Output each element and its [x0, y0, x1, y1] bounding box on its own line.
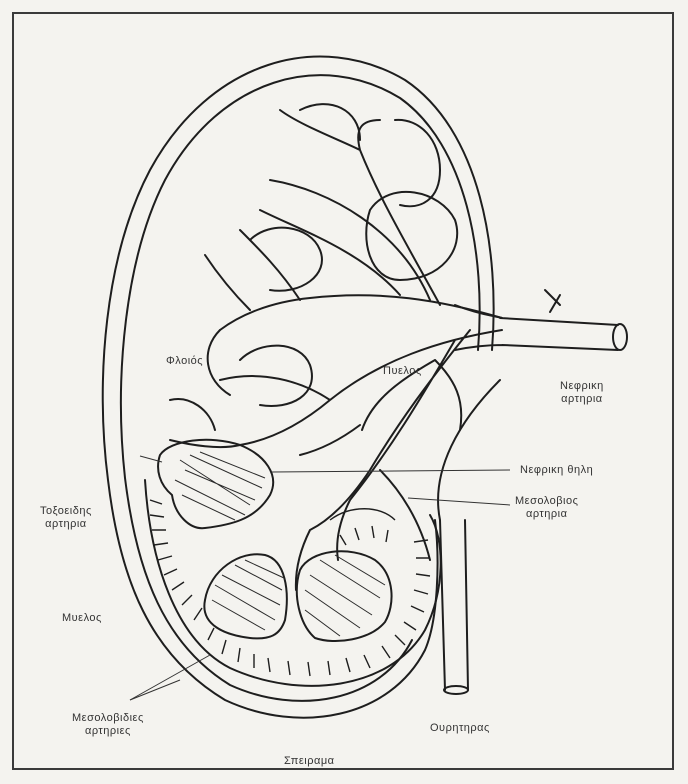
renal-artery-lumen — [613, 324, 627, 350]
label-interlobar-line2: αρτηρια — [515, 508, 578, 521]
label-interlobular-line1: Μεσολοβιδιες — [72, 712, 144, 725]
pyramid-striations — [175, 452, 385, 636]
label-interlobar-line1: Μεσολοβιος — [515, 495, 578, 508]
leader-lines — [130, 456, 510, 700]
medulla-boundary — [145, 480, 441, 686]
label-renal-artery: Νεφρικη αρτηρια — [560, 380, 604, 406]
label-pelvis: Πυελος — [383, 365, 422, 378]
label-arcuate-artery: Τοξοειδης αρτηρια — [40, 505, 92, 531]
label-interlobular-line2: αρτηριες — [72, 725, 144, 738]
renal-pyramid-upper — [158, 440, 273, 528]
label-arcuate-line2: αρτηρια — [40, 518, 92, 531]
label-interlobar-artery: Μεσολοβιος αρτηρια — [515, 495, 578, 521]
ureter — [438, 380, 500, 690]
artery-branches — [170, 110, 502, 590]
label-interlobular-arteries: Μεσολοβιδιες αρτηριες — [72, 712, 144, 738]
kidney-outer-outline — [103, 57, 494, 718]
label-renal-artery-line1: Νεφρικη — [560, 380, 604, 393]
label-glomerulus: Σπειραμα — [284, 755, 335, 768]
label-arcuate-line1: Τοξοειδης — [40, 505, 92, 518]
label-medulla: Μυελος — [62, 612, 102, 625]
label-cortex: Φλοιός — [166, 355, 203, 368]
label-renal-artery-line2: αρτηρια — [560, 393, 604, 406]
label-renal-papilla: Νεφρικη θηλη — [520, 464, 593, 477]
label-ureter: Ουρητηρας — [430, 722, 490, 735]
renal-pyramid-lower-left — [204, 554, 286, 638]
